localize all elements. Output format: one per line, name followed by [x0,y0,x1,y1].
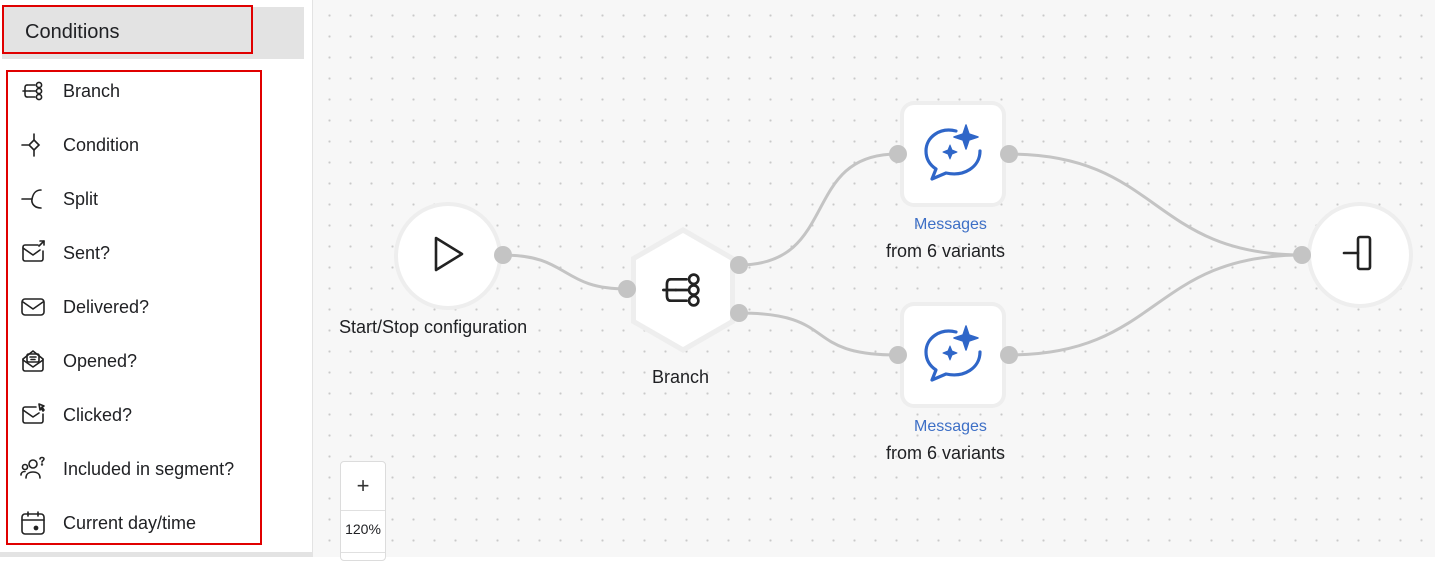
clicked-icon [18,400,48,430]
sidebar-item-condition[interactable]: Condition [18,125,258,165]
sidebar-item-label: Branch [63,80,121,101]
sidebar-item-label: Opened? [63,350,138,371]
sidebar-item-current-day-time[interactable]: Current day/time [18,503,258,543]
sidebar-item-branch[interactable]: Branch [18,71,258,111]
message-2-input-port[interactable] [889,346,907,364]
sidebar-item-opened[interactable]: Opened? [18,341,258,381]
exit-icon [1338,231,1382,280]
branch-output-port-2[interactable] [730,304,748,322]
segment-icon [18,454,48,484]
sidebar-item-label: Included in segment? [63,458,235,479]
zoom-divider [341,552,385,553]
zoom-controls: + 120% [340,461,386,561]
message-1-label: from 6 variants [886,241,1006,261]
branch-node[interactable] [627,225,739,355]
condition-icon [18,130,48,160]
sidebar-separator [312,0,313,557]
ai-message-icon [920,322,986,389]
branch-input-port[interactable] [618,280,636,298]
sidebar-divider [0,552,312,557]
sidebar-item-label: Split [63,188,99,209]
conditions-sidebar: Conditions Branch Condition Split [0,0,312,557]
end-node[interactable] [1311,206,1409,304]
delivered-icon [18,292,48,322]
message-2-title: Messages [914,418,987,435]
start-output-port[interactable] [494,246,512,264]
message-node-1[interactable] [904,105,1002,203]
message-1-title: Messages [914,216,987,233]
zoom-level: 120% [345,521,381,537]
play-icon [426,232,470,281]
sidebar-item-delivered[interactable]: Delivered? [18,287,258,327]
items-highlight-box [6,70,262,545]
message-2-label: from 6 variants [886,443,1006,463]
branch-icon [657,265,709,320]
ai-message-icon [920,121,986,188]
zoom-in-button[interactable]: + [356,473,370,498]
branch-node-label: Branch [652,367,710,387]
branch-icon [18,76,48,106]
conditions-section-header[interactable]: Conditions [2,5,304,59]
message-1-output-port[interactable] [1000,145,1018,163]
sidebar-item-label: Delivered? [63,296,150,317]
end-input-port[interactable] [1293,246,1311,264]
message-2-output-port[interactable] [1000,346,1018,364]
section-title: Conditions [25,21,120,43]
start-stop-node[interactable] [398,206,498,306]
sidebar-item-sent[interactable]: Sent? [18,233,258,273]
opened-icon [18,346,48,376]
message-1-input-port[interactable] [889,145,907,163]
sidebar-item-label: Condition [63,134,140,155]
sidebar-item-label: Current day/time [63,512,197,533]
sidebar-item-label: Clicked? [63,404,133,425]
calendar-clock-icon [18,508,48,538]
sent-icon [18,238,48,268]
sidebar-item-label: Sent? [63,242,111,263]
sidebar-item-included-in-segment[interactable]: Included in segment? [18,449,258,489]
sidebar-item-split[interactable]: Split [18,179,258,219]
message-node-2[interactable] [904,306,1002,404]
split-icon [18,184,48,214]
start-node-label: Start/Stop configuration [339,317,528,337]
branch-output-port-1[interactable] [730,256,748,274]
zoom-divider [341,510,385,511]
sidebar-item-clicked[interactable]: Clicked? [18,395,258,435]
section-header-highlight [2,5,253,54]
